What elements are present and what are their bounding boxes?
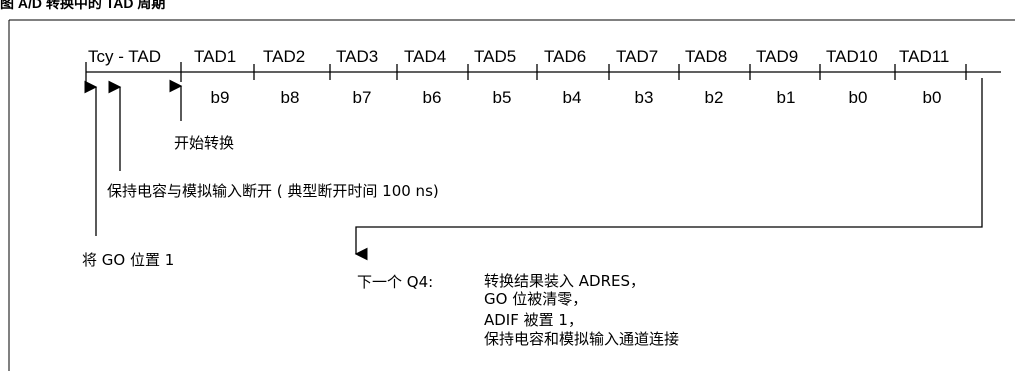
result-line-4: 保持电容和模拟输入通道连接 (484, 330, 680, 348)
note-set-go: 将 GO 位置 1 (82, 251, 175, 269)
period-ticks (85, 62, 967, 82)
note-next-q4: 下一个 Q4: (357, 273, 434, 291)
arrow-next-q4 (354, 78, 983, 261)
period-label-tcy-tad: Tcy - TAD (88, 47, 162, 66)
period-label-tad1: TAD1 (194, 47, 237, 66)
figure-caption: 图 A/D 转换中的 TAD 周期 (0, 0, 166, 11)
period-label-tad8: TAD8 (685, 47, 728, 66)
period-label-tad11: TAD11 (899, 47, 950, 66)
bit-label-b6: b6 (422, 88, 442, 107)
bit-label-b8: b8 (280, 88, 300, 107)
bit-label-b7: b7 (352, 88, 372, 107)
period-label-tad7: TAD7 (616, 47, 659, 66)
bit-label-b4: b4 (562, 88, 582, 107)
bit-label-b5: b5 (492, 88, 512, 107)
bit-label-b2: b2 (704, 88, 724, 107)
result-line-2: GO 位被清零， (484, 290, 588, 308)
period-label-tad9: TAD9 (756, 47, 799, 66)
bit-label-b9: b9 (210, 88, 230, 107)
result-line-3: ADIF 被置 1， (484, 311, 583, 329)
bit-label-b0-second: b0 (922, 88, 942, 107)
period-label-tad10: TAD10 (826, 47, 878, 66)
bit-label-b0: b0 (848, 88, 868, 107)
note-start-conversion: 开始转换 (174, 134, 235, 152)
period-label-tad6: TAD6 (544, 47, 587, 66)
period-label-tad3: TAD3 (336, 47, 379, 66)
bit-label-b1: b1 (776, 88, 796, 107)
result-line-1: 转换结果装入 ADRES， (484, 272, 646, 290)
period-label-tad5: TAD5 (474, 47, 517, 66)
note-hold-disconnect: 保持电容与模拟输入断开 ( 典型断开时间 100 ns) (107, 182, 439, 200)
period-label-tad2: TAD2 (263, 47, 306, 66)
period-label-tad4: TAD4 (404, 47, 447, 66)
bit-label-b3: b3 (634, 88, 654, 107)
